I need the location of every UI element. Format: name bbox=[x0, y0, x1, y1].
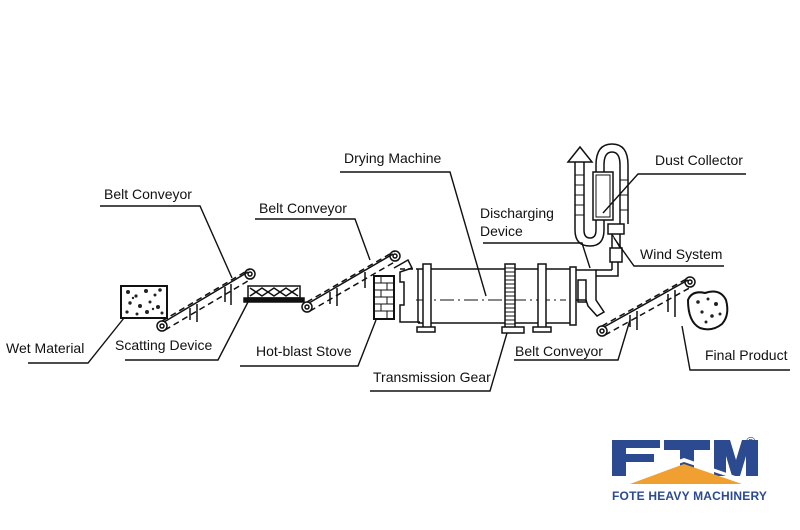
registered-mark: ® bbox=[746, 434, 756, 449]
label-discharging-device-2: Device bbox=[480, 223, 523, 239]
label-hot-blast-stove: Hot-blast Stove bbox=[256, 343, 352, 359]
label-scatting-device: Scatting Device bbox=[115, 337, 213, 353]
wet-material-box bbox=[120, 285, 168, 319]
label-belt-conveyor-1: Belt Conveyor bbox=[104, 186, 192, 202]
company-name: FOTE HEAVY MACHINERY bbox=[612, 489, 768, 503]
label-belt-conveyor-2: Belt Conveyor bbox=[259, 200, 347, 216]
label-dust-collector: Dust Collector bbox=[655, 152, 743, 168]
belt-conveyor-2 bbox=[301, 250, 401, 313]
final-product bbox=[686, 290, 729, 331]
label-transmission-gear: Transmission Gear bbox=[373, 369, 491, 385]
drying-machine bbox=[416, 263, 577, 333]
label-final-product: Final Product bbox=[705, 347, 788, 363]
label-wind-system: Wind System bbox=[640, 246, 723, 262]
scatting-device bbox=[243, 285, 305, 303]
leader-lines bbox=[28, 171, 790, 392]
label-wet-material: Wet Material bbox=[6, 340, 85, 356]
hot-blast-stove bbox=[373, 258, 420, 323]
belt-conveyor-3 bbox=[596, 276, 696, 337]
ftm-logo bbox=[600, 432, 780, 507]
belt-conveyor-1 bbox=[156, 268, 256, 332]
label-belt-conveyor-3: Belt Conveyor bbox=[515, 343, 603, 359]
label-drying-machine: Drying Machine bbox=[344, 150, 442, 166]
transmission-gear bbox=[501, 263, 525, 334]
discharging-device bbox=[576, 262, 619, 317]
wind-system bbox=[607, 223, 625, 263]
ftm-logo-mark bbox=[612, 440, 758, 484]
label-discharging-device-1: Discharging bbox=[480, 205, 554, 221]
